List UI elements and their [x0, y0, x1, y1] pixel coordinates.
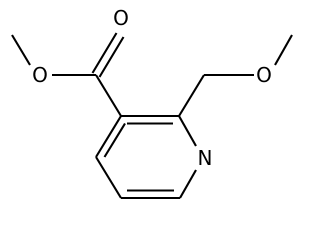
- methoxymethyl-group: [178, 34, 293, 117]
- ring-bond-c5-c4: [95, 156, 122, 199]
- ring-bond-c2-n1: [178, 115, 197, 147]
- bond-ester-o-methyl: [11, 34, 31, 66]
- ether-oxygen-label: O: [256, 63, 272, 87]
- pyridine-ring: [95, 114, 197, 200]
- carbonyl-oxygen-label: O: [113, 6, 129, 30]
- bond-ether-o-methyl: [274, 34, 293, 66]
- bond-c3-carbonyl-c: [95, 74, 122, 117]
- atom-labels: O O O N: [32, 6, 272, 170]
- bond-carbonyl-double-a: [91, 32, 118, 74]
- ring-bond-c4-c3: [95, 115, 122, 158]
- ester-oxygen-label: O: [32, 63, 48, 87]
- methyl-ester-group: [11, 32, 125, 117]
- ring-bond-c4-c3-inner: [103, 122, 126, 158]
- ring-bond-n1-c6: [179, 169, 197, 199]
- bond-carbonyl-double-b: [98, 36, 125, 78]
- structure-diagram: O O O N: [11, 6, 293, 200]
- ring-nitrogen-label: N: [198, 146, 213, 170]
- bond-c2-ch2: [178, 74, 205, 117]
